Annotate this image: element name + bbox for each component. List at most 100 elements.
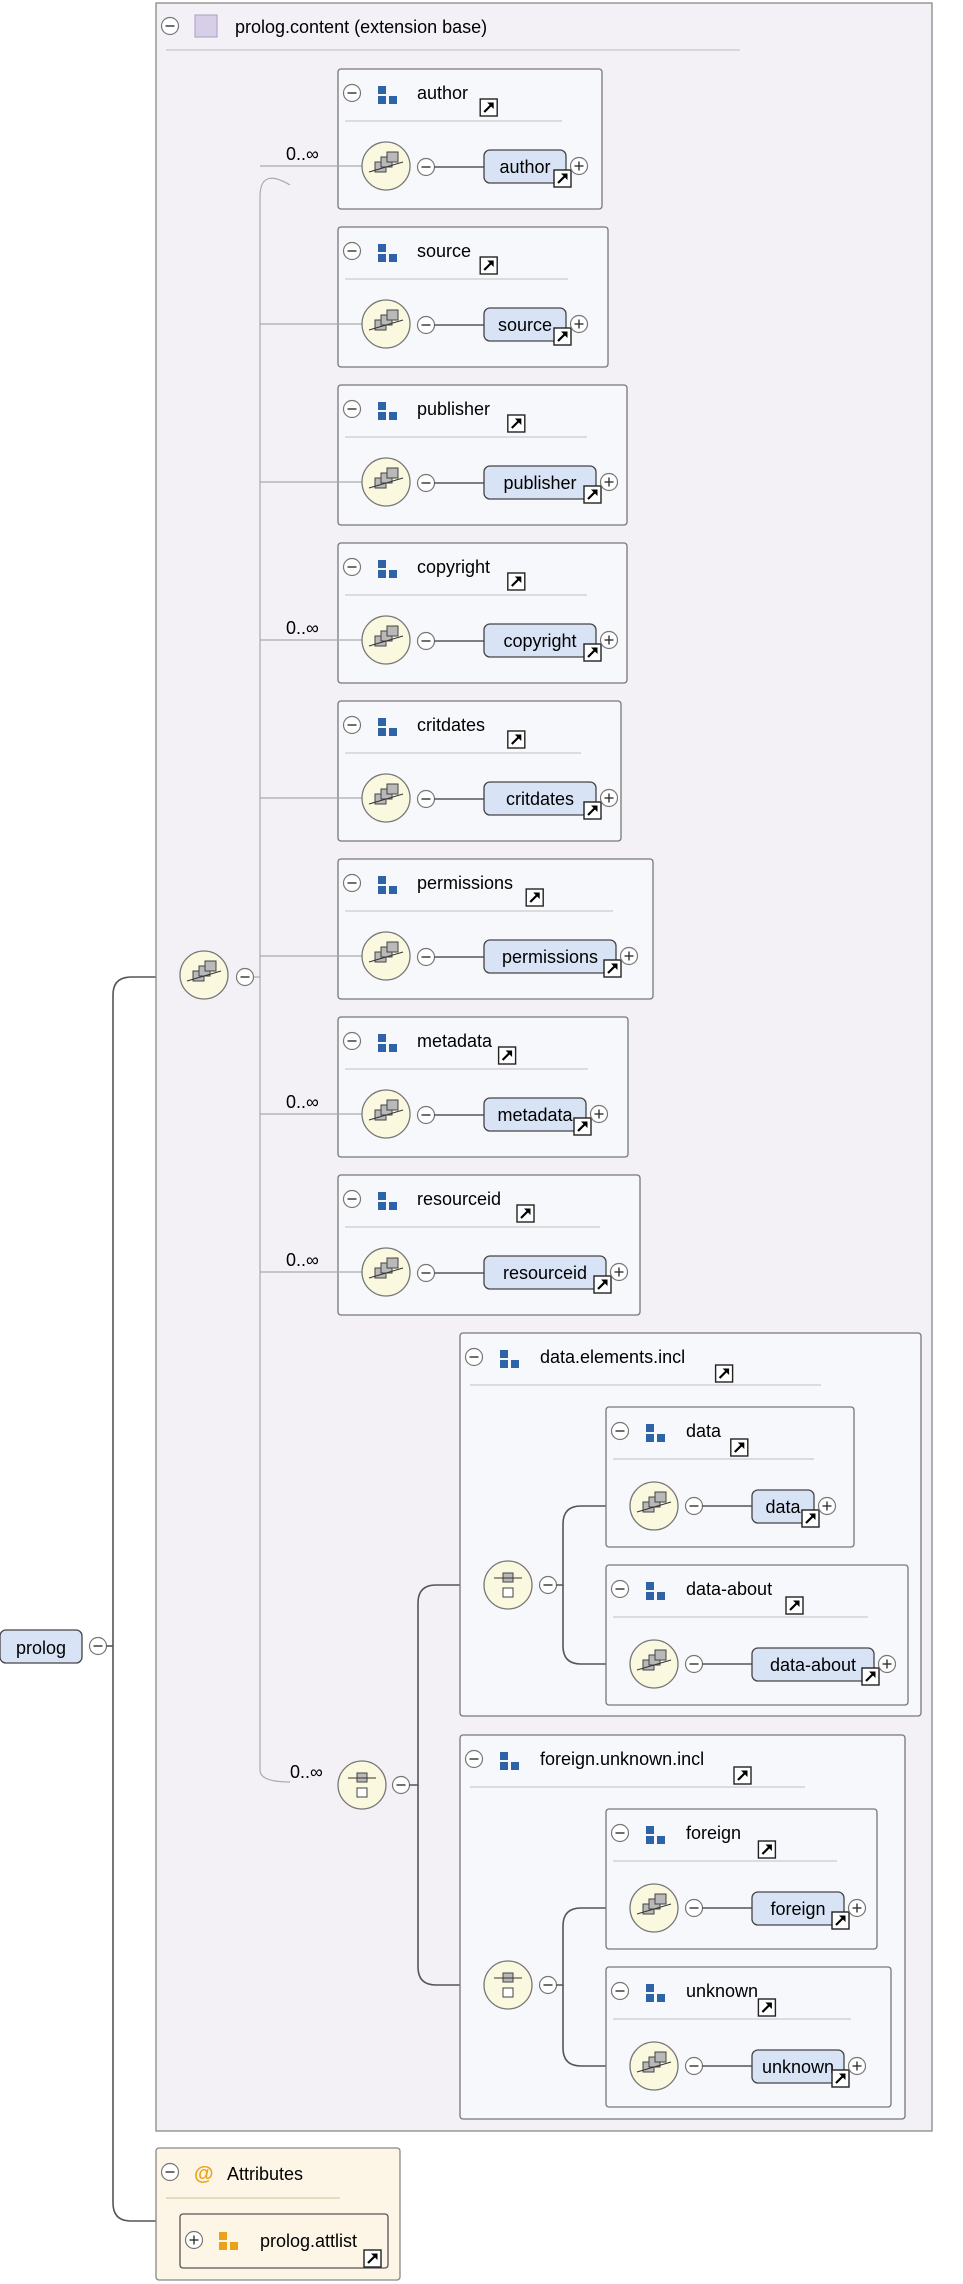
element-node-critdates-link[interactable] xyxy=(583,801,602,820)
attribute-group-link[interactable] xyxy=(363,2249,382,2268)
element-title-link[interactable] xyxy=(525,888,544,907)
child-node-unknown-expand[interactable] xyxy=(847,2056,867,2076)
element-sequence-collapse[interactable] xyxy=(416,157,436,177)
element-title-link[interactable] xyxy=(479,98,498,117)
group-choice-compositor[interactable] xyxy=(483,1560,533,1610)
child-sequence-collapse[interactable] xyxy=(684,2056,704,2076)
element-node-resourceid-link[interactable] xyxy=(593,1275,612,1294)
group-collapse[interactable] xyxy=(464,1347,484,1367)
choice-compositor[interactable] xyxy=(337,1760,387,1810)
child-node-data-expand[interactable] xyxy=(817,1496,837,1516)
element-node-copyright[interactable]: copyright xyxy=(483,623,619,662)
group-title-link[interactable] xyxy=(714,1364,734,1383)
element-sequence-compositor[interactable] xyxy=(361,773,411,823)
element-sequence-collapse[interactable] xyxy=(416,1263,436,1283)
element-node-critdates[interactable]: critdates xyxy=(483,781,619,820)
element-sequence-collapse[interactable] xyxy=(416,631,436,651)
group-choice-compositor[interactable] xyxy=(483,1960,533,2010)
element-node-permissions[interactable]: permissions xyxy=(483,939,639,978)
child-node-foreign-expand[interactable] xyxy=(847,1898,867,1918)
element-sequence-compositor[interactable] xyxy=(361,615,411,665)
child-sequence-compositor[interactable] xyxy=(629,2041,679,2091)
element-node-copyright-link[interactable] xyxy=(583,643,602,662)
element-collapse[interactable] xyxy=(342,241,362,261)
element-collapse[interactable] xyxy=(342,399,362,419)
element-node-metadata[interactable]: metadata xyxy=(483,1097,609,1136)
child-collapse[interactable] xyxy=(610,1823,630,1843)
element-node-critdates-expand[interactable] xyxy=(599,788,619,808)
child-node-data[interactable]: data xyxy=(751,1489,837,1528)
child-sequence-collapse[interactable] xyxy=(684,1496,704,1516)
element-collapse[interactable] xyxy=(342,83,362,103)
child-node-unknown[interactable]: unknown xyxy=(751,2049,867,2088)
child-sequence-collapse[interactable] xyxy=(684,1654,704,1674)
group-choice-collapse[interactable] xyxy=(538,1575,558,1595)
child-collapse[interactable] xyxy=(610,1981,630,2001)
main-sequence-collapse[interactable] xyxy=(235,967,255,987)
element-node-publisher-link[interactable] xyxy=(583,485,602,504)
attribute-group-expand[interactable] xyxy=(184,2230,204,2250)
child-collapse[interactable] xyxy=(610,1579,630,1599)
child-node-data-about-link[interactable] xyxy=(861,1667,880,1686)
element-sequence-compositor[interactable] xyxy=(361,457,411,507)
element-node-publisher[interactable]: publisher xyxy=(483,465,619,504)
element-sequence-compositor[interactable] xyxy=(361,931,411,981)
child-node-unknown-link[interactable] xyxy=(831,2069,850,2088)
element-collapse[interactable] xyxy=(342,1189,362,1209)
element-sequence-collapse[interactable] xyxy=(416,315,436,335)
child-sequence-compositor[interactable] xyxy=(629,1639,679,1689)
child-node-foreign[interactable]: foreign xyxy=(751,1891,867,1930)
child-sequence-collapse[interactable] xyxy=(684,1898,704,1918)
element-sequence-collapse[interactable] xyxy=(416,789,436,809)
element-node-metadata-link[interactable] xyxy=(573,1117,592,1136)
element-sequence-compositor[interactable] xyxy=(361,1247,411,1297)
element-node-source-link[interactable] xyxy=(553,327,572,346)
group-title-link[interactable] xyxy=(733,1766,752,1785)
group-collapse[interactable] xyxy=(464,1749,484,1769)
element-title-link[interactable] xyxy=(507,730,526,749)
element-collapse[interactable] xyxy=(342,873,362,893)
root-element-prolog[interactable]: prolog xyxy=(0,1629,108,1664)
element-title-link[interactable] xyxy=(516,1204,535,1223)
element-title-link[interactable] xyxy=(497,1046,517,1065)
element-node-copyright-expand[interactable] xyxy=(599,630,619,650)
child-node-data-link[interactable] xyxy=(801,1509,820,1528)
child-node-data-about[interactable]: data-about xyxy=(751,1647,897,1686)
element-node-metadata-expand[interactable] xyxy=(589,1104,609,1124)
child-collapse[interactable] xyxy=(610,1421,630,1441)
element-node-permissions-link[interactable] xyxy=(603,959,622,978)
panel-collapse[interactable] xyxy=(160,16,180,36)
child-title-link[interactable] xyxy=(757,1840,777,1859)
child-node-foreign-link[interactable] xyxy=(831,1911,850,1930)
element-node-resourceid[interactable]: resourceid xyxy=(483,1255,629,1294)
element-title-link[interactable] xyxy=(479,256,498,275)
element-sequence-compositor[interactable] xyxy=(361,1089,411,1139)
element-sequence-compositor[interactable] xyxy=(361,141,411,191)
element-title-link[interactable] xyxy=(507,414,526,433)
child-title-link[interactable] xyxy=(785,1596,804,1615)
element-sequence-collapse[interactable] xyxy=(416,1105,436,1125)
element-collapse[interactable] xyxy=(342,715,362,735)
choice-collapse[interactable] xyxy=(391,1775,411,1795)
element-collapse[interactable] xyxy=(342,1031,362,1051)
child-sequence-compositor[interactable] xyxy=(629,1883,679,1933)
child-title-link[interactable] xyxy=(730,1438,749,1457)
element-node-resourceid-expand[interactable] xyxy=(609,1262,629,1282)
element-node-publisher-expand[interactable] xyxy=(599,472,619,492)
element-sequence-collapse[interactable] xyxy=(416,947,436,967)
attribute-group-prolog-attlist[interactable]: prolog.attlist xyxy=(179,2213,389,2269)
element-node-source-expand[interactable] xyxy=(569,314,589,334)
main-sequence-compositor[interactable] xyxy=(179,950,229,1000)
element-title-link[interactable] xyxy=(507,572,526,591)
element-collapse[interactable] xyxy=(342,557,362,577)
child-node-data-about-expand[interactable] xyxy=(877,1654,897,1674)
element-node-author-link[interactable] xyxy=(553,169,572,188)
element-node-author-expand[interactable] xyxy=(569,156,589,176)
attributes-collapse[interactable] xyxy=(160,2162,180,2182)
element-sequence-compositor[interactable] xyxy=(361,299,411,349)
group-choice-collapse[interactable] xyxy=(538,1975,558,1995)
child-sequence-compositor[interactable] xyxy=(629,1481,679,1531)
element-node-source[interactable]: source xyxy=(483,307,589,346)
element-node-permissions-expand[interactable] xyxy=(619,946,639,966)
root-collapse[interactable] xyxy=(88,1636,108,1656)
